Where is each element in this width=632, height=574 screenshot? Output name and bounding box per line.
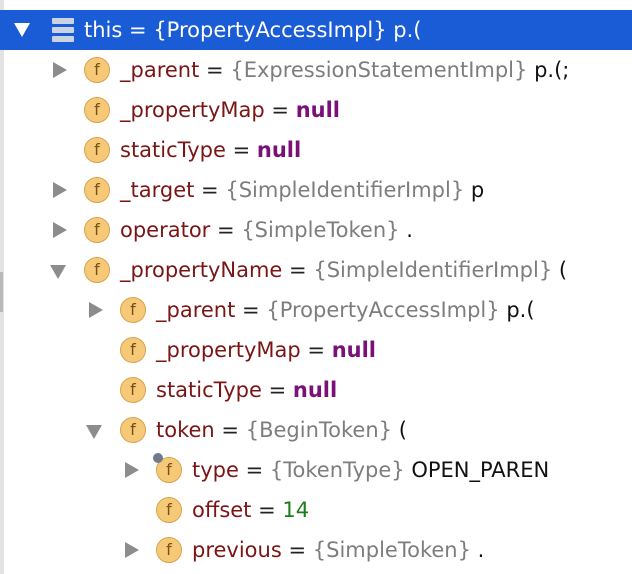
variables-tree[interactable]: this = {PropertyAccessImpl} p.( f _paren…: [0, 10, 632, 570]
null-keyword: null: [292, 378, 338, 402]
variable-name: _propertyName: [120, 258, 283, 282]
variable-name: offset: [192, 498, 252, 522]
null-keyword: null: [331, 338, 376, 362]
variable-name: this: [84, 18, 123, 42]
tree-row-propertyname[interactable]: f _propertyName = {SimpleIdentifierImpl}…: [0, 250, 632, 290]
variable-value: p.(: [506, 298, 535, 322]
left-edge-gutter: [0, 0, 4, 574]
variable-value: p.(: [393, 18, 422, 42]
collapsed-arrow-icon[interactable]: [50, 220, 70, 240]
tree-row-token-offset[interactable]: f offset = 14: [0, 490, 632, 530]
variable-value: OPEN_PAREN: [411, 458, 550, 482]
variable-value: .: [477, 538, 485, 562]
field-f-icon: f: [84, 217, 110, 243]
pin-icon: [153, 453, 163, 463]
tree-row-token[interactable]: f token = {BeginToken} (: [0, 410, 632, 450]
field-f-icon: f: [156, 497, 182, 523]
variable-value: (: [558, 258, 568, 282]
tree-row-propertyname-propertymap[interactable]: f _propertyMap = null: [0, 330, 632, 370]
variable-name: _parent: [120, 58, 200, 82]
number-value: 14: [282, 498, 310, 522]
tree-row-token-previous[interactable]: f previous = {SimpleToken} .: [0, 530, 632, 570]
field-f-icon: f: [84, 177, 110, 203]
variable-name: previous: [192, 538, 282, 562]
field-f-icon: f: [84, 57, 110, 83]
variable-type: {TokenType}: [269, 458, 405, 482]
tree-row-parent[interactable]: f _parent = {ExpressionStatementImpl} p.…: [0, 50, 632, 90]
variable-type: {SimpleIdentifierImpl}: [225, 178, 465, 202]
variable-value: .: [406, 218, 413, 242]
variable-type: {BeginToken}: [245, 418, 392, 442]
collapsed-arrow-icon[interactable]: [122, 460, 142, 480]
collapsed-arrow-icon[interactable]: [50, 60, 70, 80]
field-f-icon: f: [120, 337, 146, 363]
variable-type: {SimpleIdentifierImpl}: [313, 258, 553, 282]
collapsed-arrow-icon[interactable]: [122, 540, 142, 560]
tree-row-this[interactable]: this = {PropertyAccessImpl} p.(: [0, 10, 632, 50]
collapsed-arrow-icon[interactable]: [50, 180, 70, 200]
expanded-arrow-icon[interactable]: [12, 20, 32, 40]
tree-row-statictype[interactable]: f staticType = null: [0, 130, 632, 170]
variable-name: operator: [120, 218, 211, 242]
null-keyword: null: [256, 138, 302, 162]
field-f-icon: f: [120, 297, 146, 323]
null-keyword: null: [295, 98, 340, 122]
variable-name: type: [192, 458, 239, 482]
variable-value: p: [470, 178, 485, 202]
tree-row-target[interactable]: f _target = {SimpleIdentifierImpl} p: [0, 170, 632, 210]
field-f-icon: f: [84, 137, 110, 163]
field-f-icon: f: [84, 257, 110, 283]
variable-type: {PropertyAccessImpl}: [266, 298, 500, 322]
expanded-arrow-icon[interactable]: [48, 262, 68, 282]
variable-name: _parent: [156, 298, 236, 322]
field-f-icon: f: [120, 417, 146, 443]
variable-name: _propertyMap: [156, 338, 301, 362]
field-f-pinned-icon: f: [153, 453, 182, 483]
variable-type: {SimpleToken}: [241, 218, 400, 242]
variable-name: token: [156, 418, 215, 442]
tree-row-propertyname-parent[interactable]: f _parent = {PropertyAccessImpl} p.(: [0, 290, 632, 330]
collapsed-arrow-icon[interactable]: [86, 300, 106, 320]
variable-type: {PropertyAccessImpl}: [153, 18, 387, 42]
variable-type: {SimpleToken}: [312, 538, 471, 562]
variable-type: {ExpressionStatementImpl}: [230, 58, 528, 82]
tree-row-propertymap[interactable]: f _propertyMap = null: [0, 90, 632, 130]
stack-icon: [52, 18, 74, 42]
variable-name: _propertyMap: [120, 98, 265, 122]
tree-row-propertyname-statictype[interactable]: f staticType = null: [0, 370, 632, 410]
variable-name: _target: [120, 178, 195, 202]
expanded-arrow-icon[interactable]: [84, 422, 104, 442]
tree-row-token-type[interactable]: f type = {TokenType} OPEN_PAREN: [0, 450, 632, 490]
field-f-icon: f: [156, 537, 182, 563]
variable-value: (: [398, 418, 407, 442]
variable-value: p.(;: [534, 58, 570, 82]
tree-row-operator[interactable]: f operator = {SimpleToken} .: [0, 210, 632, 250]
field-f-icon: f: [84, 97, 110, 123]
field-f-icon: f: [120, 377, 146, 403]
variable-name: staticType: [120, 138, 226, 162]
gutter-marker: [0, 272, 3, 312]
variable-name: staticType: [156, 378, 262, 402]
